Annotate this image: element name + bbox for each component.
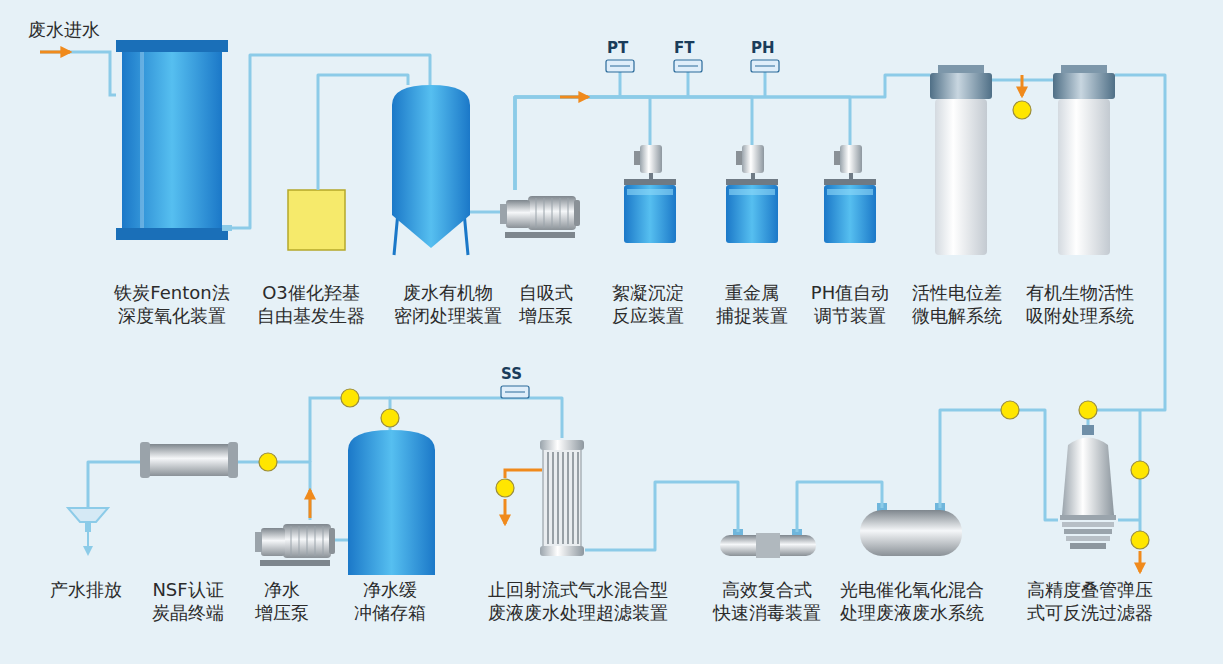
pipe-connector bbox=[318, 75, 408, 190]
equipment-label: 高效复合式 快速消毒装置 bbox=[702, 578, 832, 624]
equipment-box: 重金属 捕捉装置 bbox=[722, 145, 782, 245]
equipment-box: 净水缓 冲储存箱 bbox=[348, 430, 435, 575]
inlet-label: 废水进水 bbox=[28, 20, 100, 40]
equipment-box: PH值自动 调节装置 bbox=[820, 145, 880, 245]
equipment-box: 光电催化氧化混合 处理废液废水系统 bbox=[860, 508, 962, 558]
equipment-box: 有机生物活性 吸附处理系统 bbox=[1053, 65, 1115, 255]
equipment-label: 光电催化氧化混合 处理废液废水系统 bbox=[827, 578, 997, 624]
pipe-connector bbox=[238, 462, 310, 520]
pipe-connector bbox=[1088, 75, 1165, 425]
pipe-connector bbox=[585, 482, 738, 550]
equipment-box: 高精度叠管弹压 式可反洗过滤器 bbox=[1058, 425, 1118, 550]
pipe-connector bbox=[335, 539, 348, 542]
equipment-label: 重金属 捕捉装置 bbox=[702, 281, 802, 327]
equipment-box: 净水 增压泵 bbox=[255, 520, 335, 562]
pipe-connector bbox=[515, 97, 752, 190]
sensor-tag: FT bbox=[674, 40, 694, 57]
pipe-connector bbox=[232, 55, 430, 228]
equipment-label: 铁炭Fenton法 深度氧化装置 bbox=[97, 281, 247, 327]
pipe-connector bbox=[515, 75, 930, 190]
equipment-label: 止回射流式气水混合型 废液废水处理超滤装置 bbox=[473, 578, 683, 624]
pipe-connector bbox=[515, 97, 650, 190]
equipment-box: 自吸式 增压泵 bbox=[500, 190, 580, 238]
sensor-tag: PH bbox=[751, 40, 775, 57]
equipment-label: 絮凝沉淀 反应装置 bbox=[598, 281, 698, 327]
equipment-box: 铁炭Fenton法 深度氧化装置 bbox=[115, 38, 232, 242]
pipe-connector bbox=[390, 398, 562, 438]
pipe-connector bbox=[797, 482, 882, 532]
equipment-box: NSF认证 炭晶终端 bbox=[140, 440, 238, 480]
equipment-label: PH值自动 调节装置 bbox=[795, 281, 905, 327]
equipment-box: 止回射流式气水混合型 废液废水处理超滤装置 bbox=[540, 438, 585, 558]
equipment-box: 絮凝沉淀 反应装置 bbox=[620, 145, 680, 245]
pipe-connector bbox=[940, 410, 1058, 520]
equipment-box: O3催化羟基 自由基发生器 bbox=[288, 190, 345, 250]
equipment-box: 活性电位差 微电解系统 bbox=[930, 65, 992, 255]
pipe-connector bbox=[515, 97, 850, 190]
pipe-connector bbox=[88, 462, 140, 508]
equipment-label: 高精度叠管弹压 式可反洗过滤器 bbox=[1015, 578, 1165, 624]
equipment-label: O3催化羟基 自由基发生器 bbox=[236, 281, 386, 327]
equipment-label: NSF认证 炭晶终端 bbox=[138, 578, 238, 624]
pipe-connector bbox=[470, 211, 500, 214]
equipment-label: 废水有机物 密闭处理装置 bbox=[383, 281, 513, 327]
equipment-label: 自吸式 增压泵 bbox=[496, 281, 596, 327]
equipment-box: 废水有机物 密闭处理装置 bbox=[392, 85, 470, 255]
equipment-box: 产水排放 bbox=[68, 508, 108, 540]
sensor-tag: PT bbox=[607, 40, 628, 57]
equipment-box: 高效复合式 快速消毒装置 bbox=[718, 532, 818, 558]
equipment-label: 净水 增压泵 bbox=[247, 578, 317, 624]
sensor-tag: SS bbox=[501, 366, 522, 383]
equipment-label: 净水缓 冲储存箱 bbox=[350, 578, 430, 624]
equipment-label: 活性电位差 微电解系统 bbox=[900, 281, 1015, 327]
equipment-label: 产水排放 bbox=[41, 578, 131, 601]
equipment-label: 有机生物活性 吸附处理系统 bbox=[1018, 281, 1143, 327]
